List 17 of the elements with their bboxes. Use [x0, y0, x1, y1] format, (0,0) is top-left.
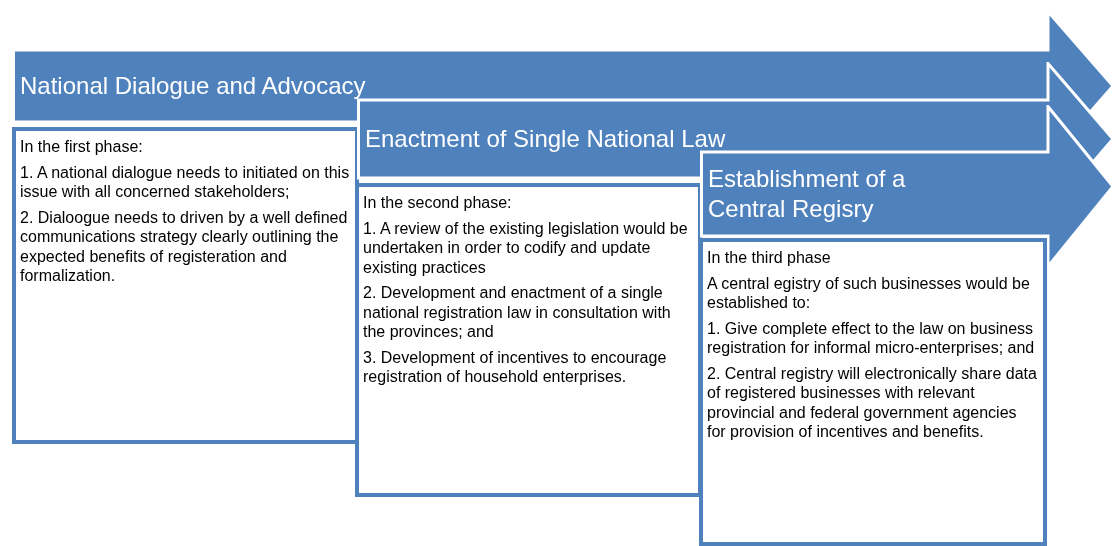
text-panel [12, 127, 359, 444]
panel-paragraph: 1. Give complete effect to the law on business registration for informal micro-enterprises; and [707, 318, 1036, 358]
panel-paragraph: 1. A national dialogue needs to initiated on this issue with all concerned stakeholders; [20, 162, 351, 202]
text-panel [355, 183, 702, 497]
phase-heading: National Dialogue and Advocacy [20, 71, 366, 101]
panel-paragraph: A central egistry of such businesses would be established to: [707, 273, 1031, 313]
panel-paragraph: 3. Development of incentives to encourage registration of household enterprises. [363, 347, 668, 387]
panel-paragraph: 2. Development and enactment of a single national registration law in consultation with the provinces; and [363, 283, 672, 342]
panel-intro: In the first phase: [20, 137, 144, 157]
panel-paragraph: 2. Dialoogue needs to driven by a well defined communications strategy clearly outlining the expected benefits of registeration and formalization. [20, 207, 349, 286]
phase-heading: Establishment of a Central Regisry [708, 164, 907, 224]
phase-heading: Enactment of Single National Law [365, 124, 726, 154]
text-panel [699, 238, 1047, 546]
panel-paragraph: 1. A review of the existing legislation would be undertaken in order to codify and update existing practices [363, 218, 689, 278]
panel-intro: In the third phase [707, 248, 832, 268]
panel-intro: In the second phase: [363, 193, 513, 213]
panel-paragraph: 2. Central registry will electronically share data of registered businesses with relevant provincial and federal government agencies for provision of incentives and benefits. [707, 363, 1038, 442]
